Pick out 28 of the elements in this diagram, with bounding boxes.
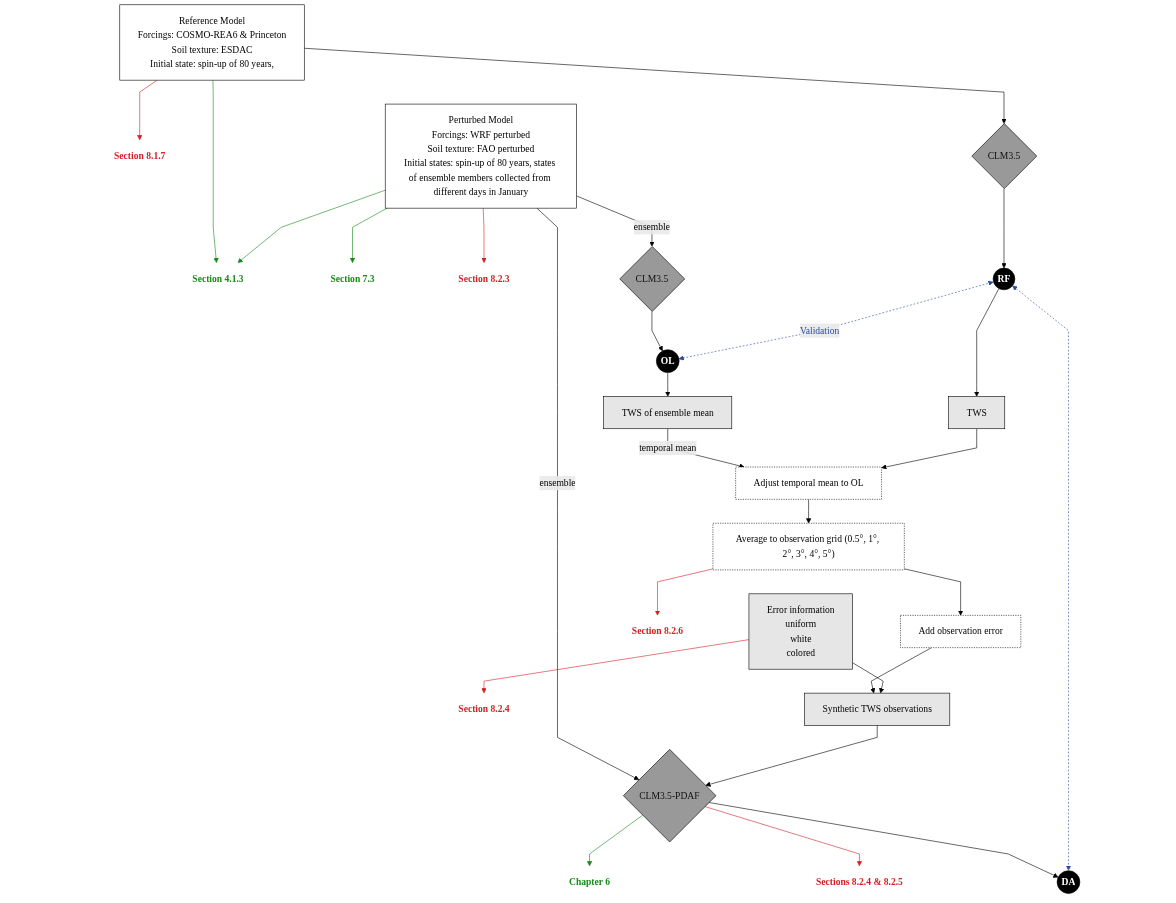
node-text: Section 7.3	[330, 273, 375, 284]
edge-label: Validation	[799, 325, 840, 336]
node-text: Section 4.1.3	[192, 273, 244, 284]
node-circle: DA	[1056, 870, 1081, 894]
node-box: TWS of ensemble mean	[603, 396, 733, 430]
node-text: Section 8.2.4	[458, 703, 510, 715]
node-circle: OL	[656, 349, 680, 373]
node-box: Synthetic TWS observations	[804, 692, 951, 726]
arrow	[678, 280, 994, 361]
node-box: Perturbed Model Forcings: WRF perturbed Soil texture: FAO perturbed Initial states: spin-up of 80 years, states of ensemble members collected from different days in January	[384, 103, 577, 209]
node-box: Error information uniform white colored	[748, 593, 853, 670]
edge-label: ensemble	[539, 477, 576, 488]
node-box: Adjust temporal mean to OL	[735, 466, 882, 500]
edge-label: ensemble	[633, 221, 671, 233]
node-box: TWS	[948, 396, 1006, 430]
node-text: Section 8.2.3	[458, 273, 510, 284]
node-text: Sections 8.2.4 & 8.2.5	[815, 876, 903, 887]
node-diamond: CLM3.5-PDAF	[623, 749, 717, 843]
node-diamond: CLM3.5	[971, 123, 1038, 189]
node-box: Average to observation grid (0.5°, 1°, 2°, 3°, 4°, 5°)	[712, 522, 905, 571]
node-box: Add observation error	[900, 615, 1022, 648]
edge-label: temporal mean	[639, 442, 697, 453]
node-text: Section 8.1.7	[114, 150, 166, 161]
node-text: Chapter 6	[569, 876, 611, 887]
node-text: Section 8.2.6	[631, 626, 684, 637]
node-box: Reference Model Forcings: COSMO-REA6 & Princeton Soil texture: ESDAC Initial state: spin-up of 80 years,	[119, 4, 305, 81]
node-diamond: CLM3.5	[619, 246, 686, 312]
node-circle: RF	[992, 267, 1016, 291]
